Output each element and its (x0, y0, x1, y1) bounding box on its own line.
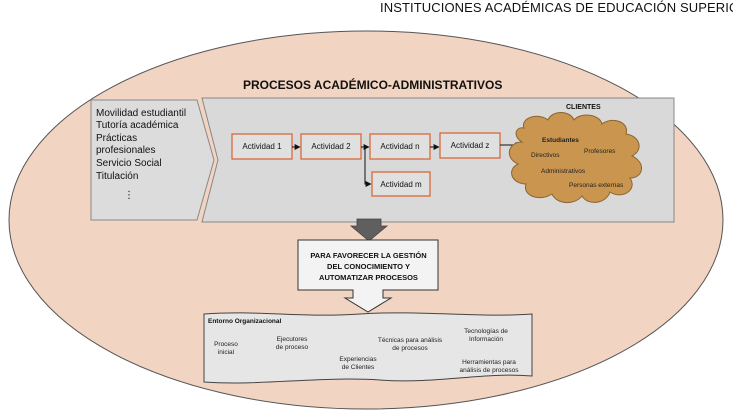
env-line: de Clientes (341, 364, 375, 371)
client-externas: Personas externas (569, 182, 624, 189)
list-item: Servicio Social (96, 158, 162, 169)
env-line: análisis de procesos (459, 367, 519, 374)
activity-2-label: Actividad 2 (311, 142, 351, 151)
env-line: Información (469, 336, 503, 343)
page-title: INSTITUCIONES ACADÉMICAS DE EDUCACIÓN SU… (380, 0, 733, 15)
clients-title: CLIENTES (566, 104, 601, 111)
env-herramientas: Herramientas para análisis de procesos (448, 359, 530, 375)
favor-line: PARA FAVORECER LA GESTIÓN (310, 251, 427, 260)
list-item: profesionales (96, 145, 156, 156)
list-item: Prácticas (96, 133, 138, 144)
activity-1-label: Actividad 1 (242, 142, 282, 151)
environment-title: Entorno Organizacional (208, 318, 282, 325)
down-arrow (349, 218, 389, 242)
client-profesores: Profesores (584, 148, 616, 155)
clients-cloud (508, 112, 642, 203)
client-administrativos: Administrativos (541, 168, 586, 175)
env-line: Experiencias (339, 356, 377, 363)
env-line: Tecnologías de (464, 328, 508, 335)
env-line: inicial (217, 349, 235, 356)
favor-line: AUTOMATIZAR PROCESOS (319, 273, 418, 282)
env-line: Ejecutores (276, 336, 308, 343)
environment-banner (203, 312, 533, 384)
activity-m-box (371, 171, 431, 197)
client-estudiantes: Estudiantes (542, 137, 579, 144)
activity-2-box (300, 133, 362, 160)
env-proceso-inicial: Proceso inicial (205, 341, 247, 357)
process-list-box (90, 99, 215, 221)
favor-line: DEL CONOCIMIENTO Y (327, 262, 410, 271)
list-ellipsis: ⋮ (124, 190, 134, 201)
activity-m-label: Actividad m (380, 180, 422, 189)
env-line: de procesos (392, 345, 428, 352)
activity-1-box (231, 133, 293, 160)
list-item: Titulación (96, 171, 139, 182)
arrow-2-m (364, 147, 372, 187)
env-tecnicas: Técnicas para análisis de procesos (370, 337, 450, 353)
env-line: Proceso (214, 341, 238, 348)
activity-n-box (369, 133, 431, 160)
activity-n-label: Actividad n (380, 142, 420, 151)
favor-text: PARA FAVORECER LA GESTIÓN DEL CONOCIMIEN… (303, 250, 434, 283)
client-directivos: Directivos (531, 152, 560, 159)
env-line: Herramientas para (462, 359, 516, 366)
env-line: Técnicas para análisis (377, 337, 443, 344)
env-line: de proceso (275, 344, 309, 351)
process-title: PROCESOS ACADÉMICO-ADMINISTRATIVOS (243, 78, 503, 92)
list-item: Movilidad estudiantil (96, 108, 187, 119)
list-item: Tutoría académica (96, 120, 179, 131)
env-experiencias: Experiencias de Clientes (330, 356, 386, 372)
favor-box (297, 239, 439, 313)
activity-z-label: Actividad z (450, 141, 490, 150)
env-ejecutores: Ejecutores de proceso (268, 336, 316, 352)
env-tecnologias: Tecnologías de Información (454, 328, 518, 344)
